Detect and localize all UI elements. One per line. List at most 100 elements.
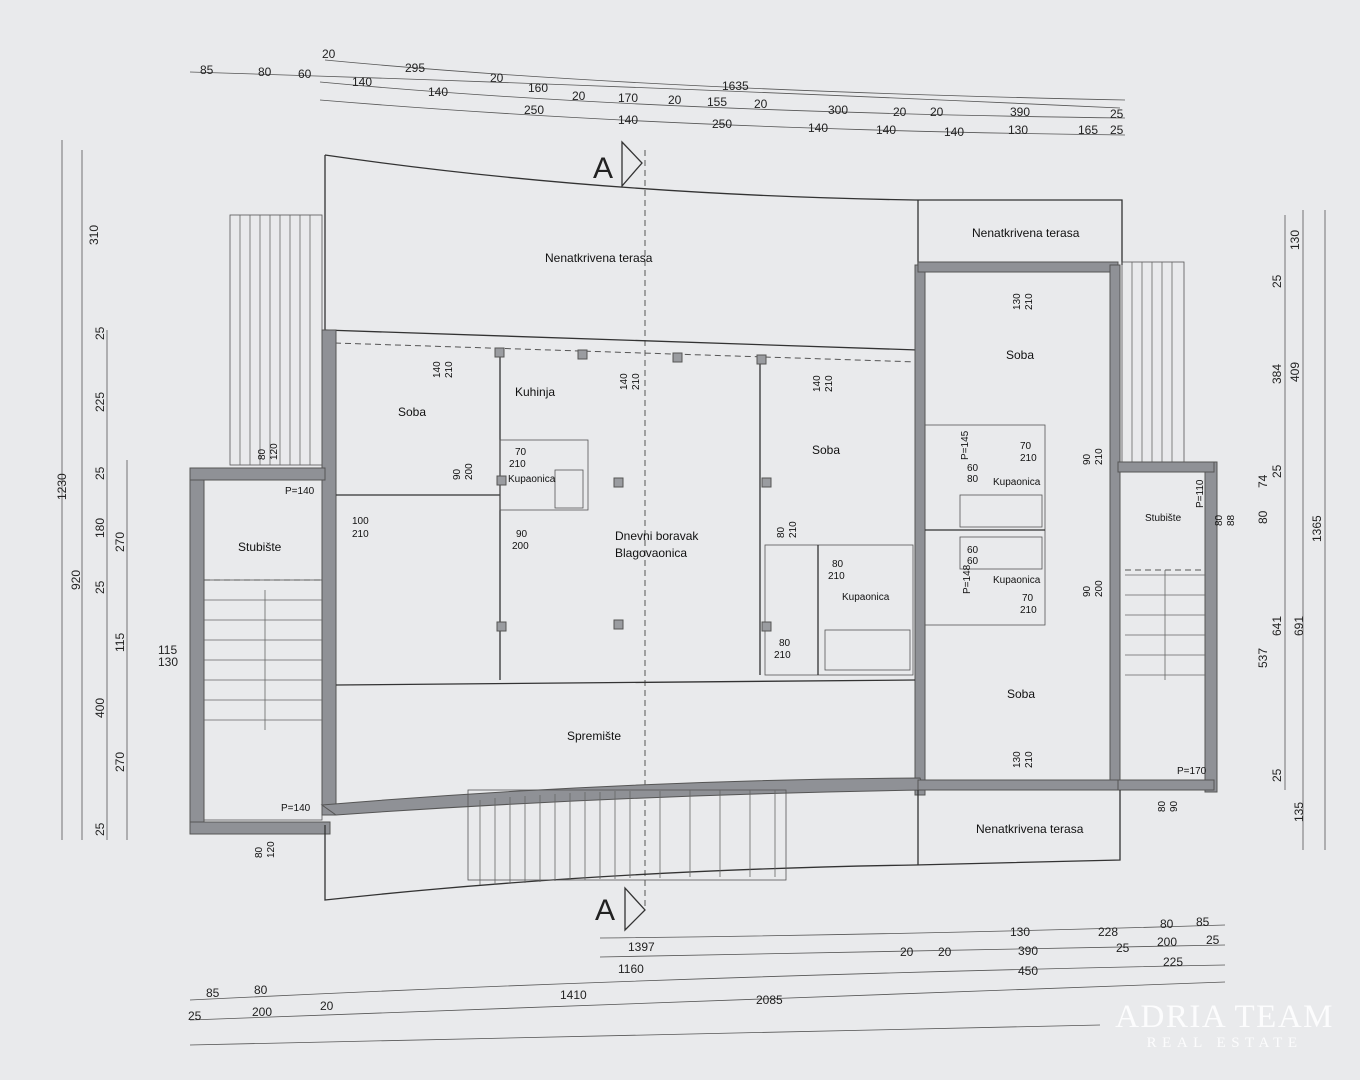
opening-9-height: 210 [788, 521, 799, 538]
bottom-dim-row4-2: 1410 [560, 988, 587, 1002]
bottom-dim-row3-0: 1160 [618, 962, 644, 976]
room-blagovaonica: Blagovaonica [615, 546, 687, 560]
bottom-dim-row1-2: 80 [1160, 917, 1174, 931]
right-stair-steps [1125, 570, 1205, 680]
right-dim-outer-0: 1365 [1310, 515, 1324, 542]
room-terasa-top: Nenatkrivena terasa [545, 251, 653, 265]
left-dim-mid-10: 25 [93, 822, 107, 836]
bottom-dim-row2-1: 20 [900, 945, 914, 959]
opening-5-width: 90 [452, 468, 463, 480]
room-labels: Nenatkrivena terasa Nenatkrivena terasa … [238, 226, 1182, 836]
room-kupaonica-mid: Kupaonica [842, 592, 890, 603]
opening-17-width: 90 [1082, 453, 1093, 465]
left-dim-inner-0: 270 [113, 532, 127, 552]
bottom-dim-row4-0: 85 [206, 986, 220, 1000]
opening-13-height: 210 [1020, 453, 1037, 464]
opening-22-width: 80 [1214, 514, 1225, 526]
top-dim-row3-7: 20 [930, 105, 944, 119]
top-dim-row3-5: 300 [828, 103, 848, 117]
room-stubiste-right: Stubište [1145, 513, 1182, 524]
room-soba-left: Soba [398, 405, 426, 419]
opening-8-height: 200 [512, 541, 529, 552]
opening-7-width: 100 [352, 516, 369, 527]
top-dim-row3-1: 140 [428, 85, 448, 99]
left-window-dim-1: 130 [158, 655, 178, 669]
parapet-1: P=140 [285, 486, 315, 497]
right-dim-mid-2: 135 [1292, 802, 1306, 822]
bottom-dim-row4-3: 2085 [756, 993, 783, 1007]
left-dim-mid-8: 400 [93, 698, 107, 718]
room-soba-mid: Soba [812, 443, 840, 457]
room-kupaonica-small: Kupaonica [508, 474, 556, 485]
opening-6-height: 210 [509, 459, 526, 470]
section-mark-bottom: A [595, 894, 615, 927]
opening-18-height: 200 [1094, 580, 1105, 597]
bottom-dim-row5-2: 20 [320, 999, 334, 1013]
left-dim-mid-1: 25 [93, 326, 107, 340]
opening-1-height: 210 [444, 361, 455, 378]
opening-4-height: 120 [269, 443, 280, 460]
opening-dimensions: 140 210 140 210 140 210 80 120 90 200 70… [254, 293, 1237, 858]
right-dim-mid-1: 641 [1270, 616, 1284, 636]
top-dim-row2-11: 1635 [722, 79, 749, 93]
top-dim-row2-4: 20 [490, 71, 504, 85]
top-dim-row4-0: 140 [808, 121, 828, 135]
left-dim-mid-4: 920 [69, 570, 83, 590]
bottom-dim-row2-0: 1397 [628, 940, 655, 954]
bottom-dim-row2-5: 200 [1157, 935, 1177, 949]
top-dim-row4-4: 165 [1078, 123, 1098, 137]
room-spremiste: Spremište [567, 729, 621, 743]
room-kuhinja: Kuhinja [515, 385, 555, 399]
opening-12-height: 210 [1024, 293, 1035, 310]
opening-14-height: 80 [967, 474, 979, 485]
bottom-dim-row4-1: 80 [254, 983, 268, 997]
bottom-dim-row1-3: 85 [1196, 915, 1210, 929]
opening-5-height: 200 [464, 463, 475, 480]
opening-9-width: 80 [776, 526, 787, 538]
bottom-dimension-lines: 130 228 80 85 1397 20 20 390 25 200 25 1… [188, 915, 1226, 1046]
top-dim-row3-2: 250 [524, 103, 544, 117]
left-dim-mid-6: 25 [93, 580, 107, 594]
bottom-dim-row3-2: 225 [1163, 955, 1183, 969]
top-dim-row2-3: 295 [405, 61, 425, 75]
left-dimension-lines: 1230 310 25 225 25 920 180 25 115 400 27… [55, 140, 178, 840]
opening-16-height: 210 [1020, 605, 1037, 616]
right-dim-inner-1: 25 [1270, 274, 1284, 288]
opening-7-height: 210 [352, 529, 369, 540]
right-dim-inner-3: 25 [1270, 464, 1284, 478]
bottom-dim-row3-1: 450 [1018, 964, 1038, 978]
top-dim-row4-1: 140 [876, 123, 896, 137]
top-dim-row2-7: 170 [618, 91, 638, 105]
bottom-dim-row2-2: 20 [938, 945, 952, 959]
right-dim-inner-6: 537 [1256, 648, 1270, 668]
opening-15-width: 60 [967, 545, 979, 556]
left-dim-mid-3: 25 [93, 466, 107, 480]
top-dim-row3-3: 140 [618, 113, 638, 127]
opening-8-width: 90 [516, 529, 528, 540]
left-dim-mid-9: 270 [113, 752, 127, 772]
left-dim-mid-7: 115 [113, 633, 127, 652]
room-soba-right-bottom: Soba [1007, 687, 1035, 701]
opening-14-width: 60 [967, 463, 979, 474]
bottom-dim-row5-1: 200 [252, 1005, 272, 1019]
top-dimension-lines: 20 85 80 60 295 20 160 20 170 20 155 20 … [189, 47, 1126, 139]
opening-4-width: 80 [257, 448, 268, 460]
top-dim-row3-9: 25 [1110, 107, 1124, 121]
opening-20-height: 120 [266, 841, 277, 858]
right-dim-inner-2: 384 [1270, 364, 1284, 384]
bottom-ramp-hatch [479, 790, 776, 885]
parapet-6: P=148 [962, 564, 973, 594]
top-dim-row4-2: 140 [944, 125, 964, 139]
opening-22-height: 88 [1226, 514, 1237, 526]
bottom-dim-row2-3: 390 [1018, 944, 1038, 958]
watermark-subtitle: REAL ESTATE [1146, 1035, 1303, 1051]
right-dim-inner-7: 25 [1270, 768, 1284, 782]
right-ramp-hatch [1131, 262, 1173, 462]
left-ramp-hatch [239, 215, 311, 465]
room-terasa-right-top: Nenatkrivena terasa [972, 226, 1080, 240]
right-dimension-lines: 130 25 384 25 74 80 537 25 409 641 135 1… [1256, 210, 1326, 850]
opening-20-width: 80 [254, 846, 265, 858]
section-arrow-top-icon [621, 140, 643, 188]
bottom-dim-row1-1: 228 [1098, 925, 1118, 939]
